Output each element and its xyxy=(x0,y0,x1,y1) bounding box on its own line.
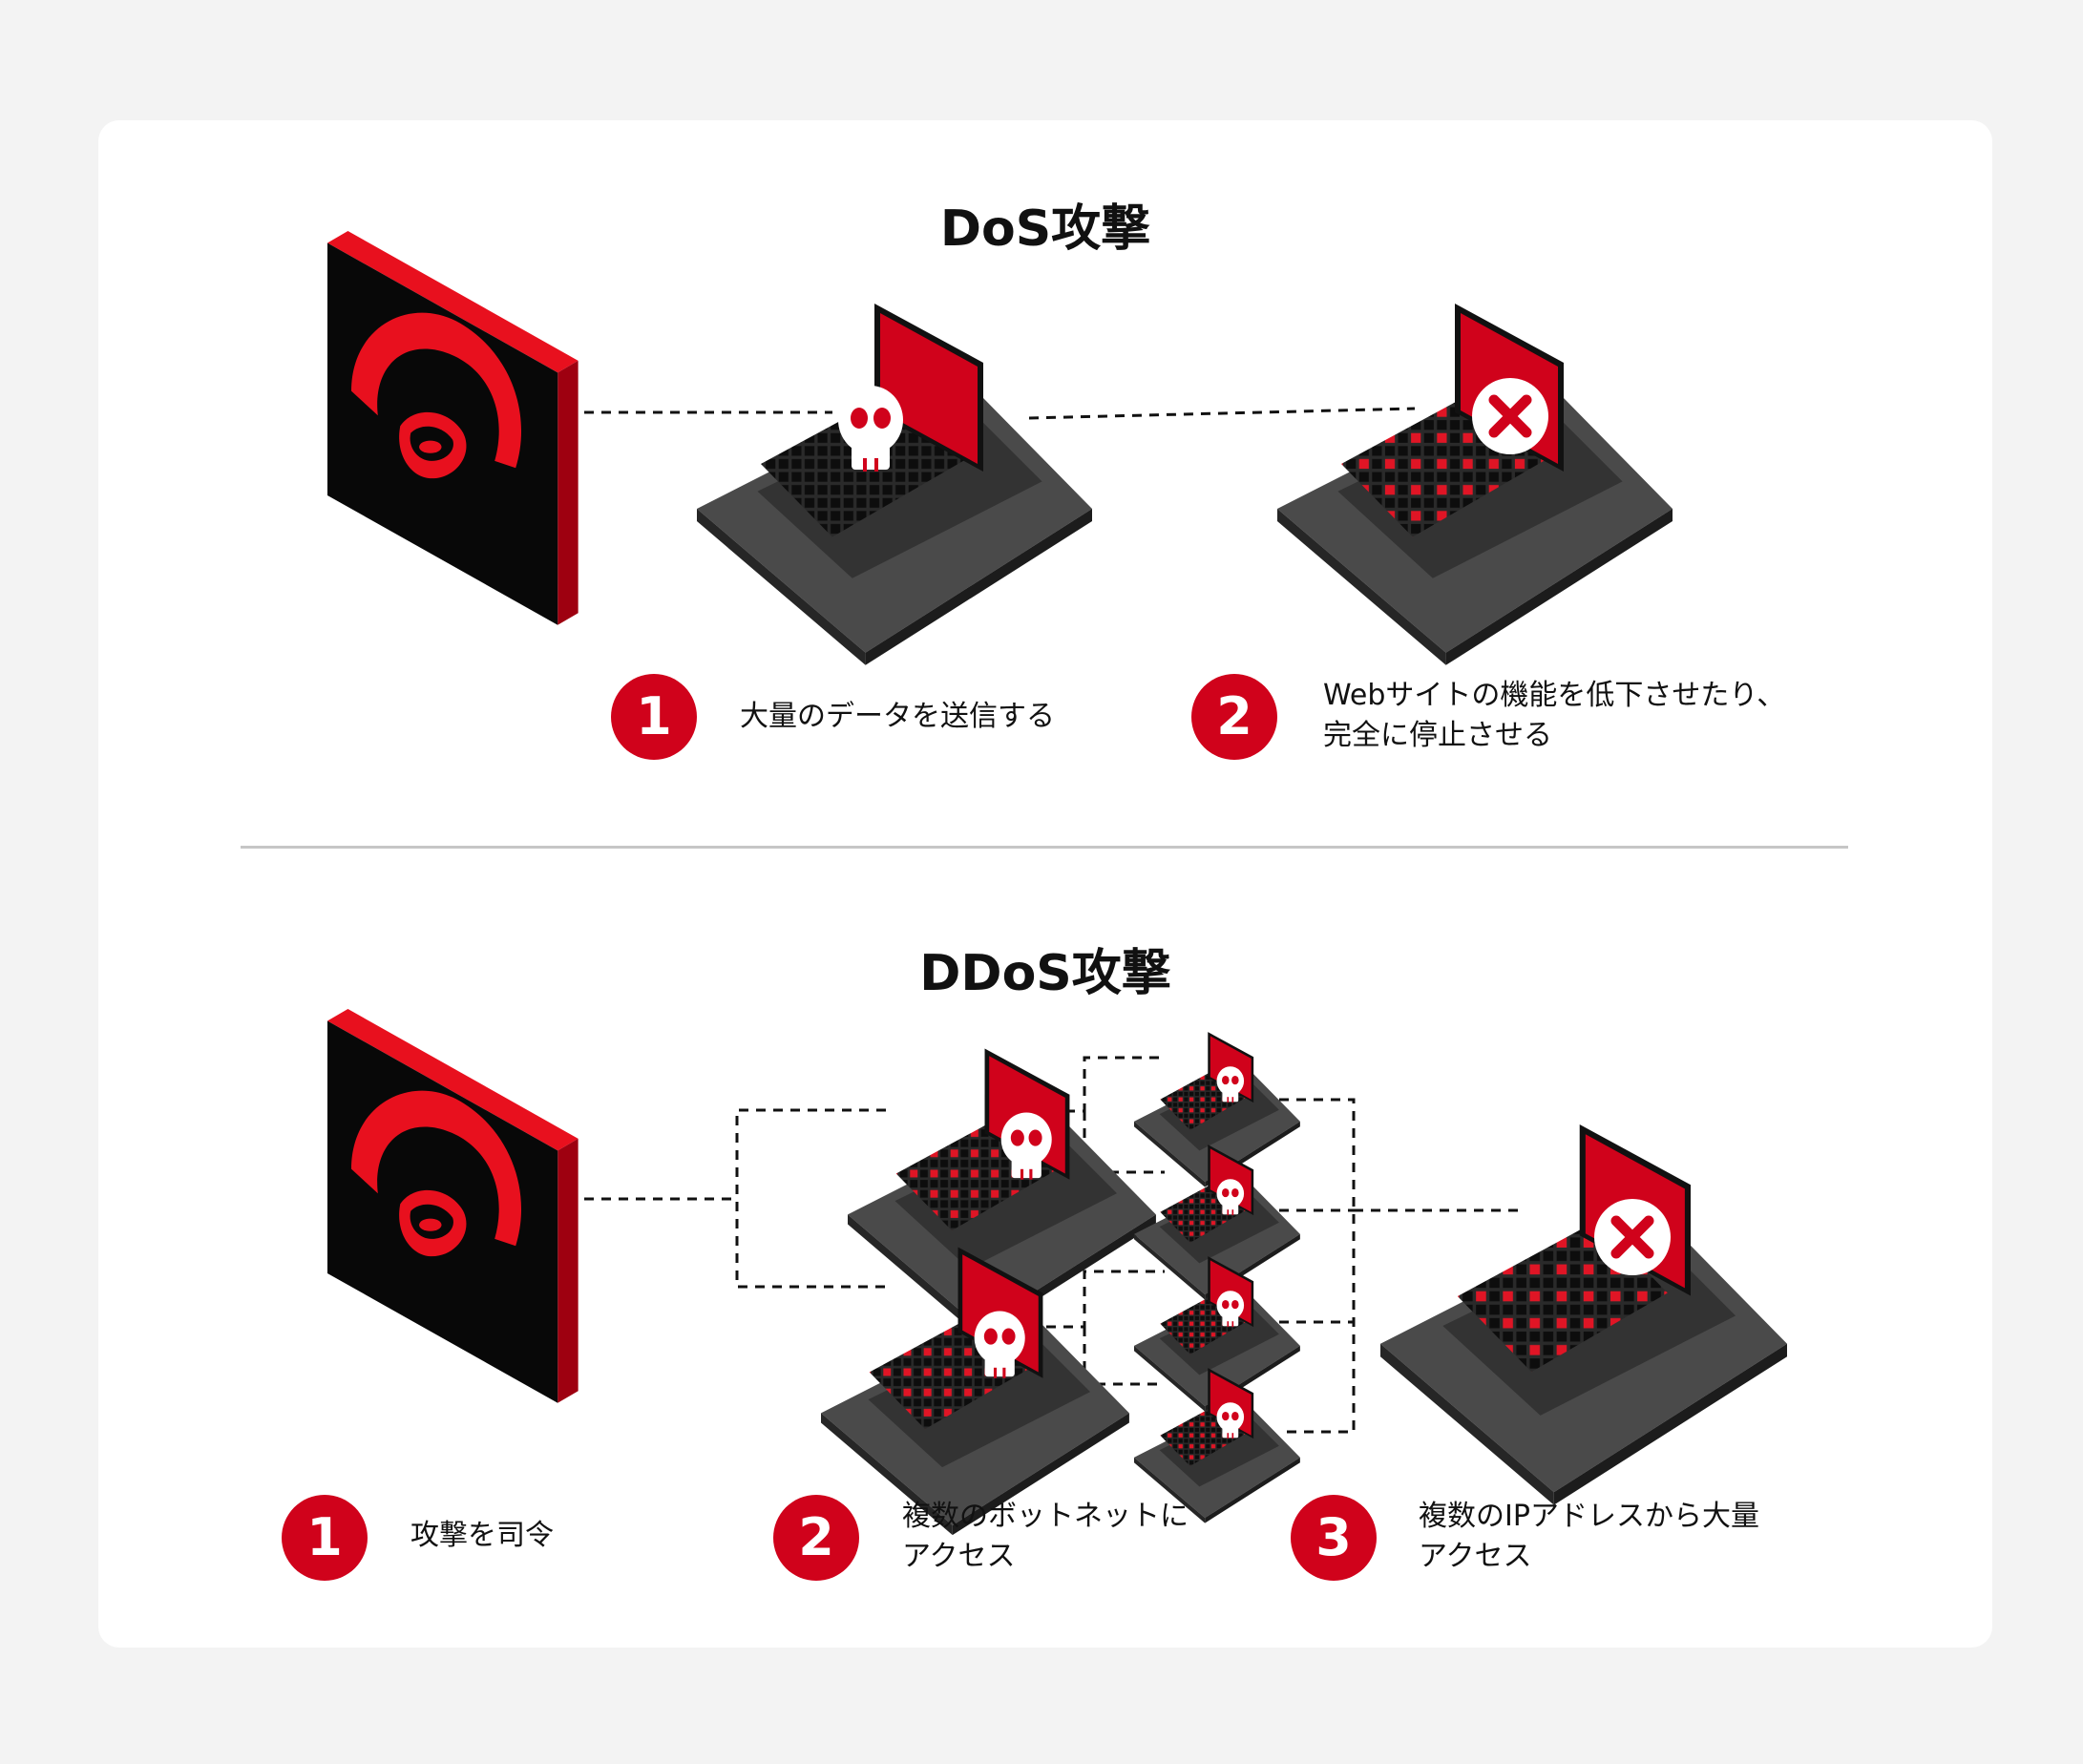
ddos-step-2-text: 複数のボットネットに アクセス xyxy=(902,1500,1189,1573)
error-x-icon xyxy=(1594,1199,1671,1275)
ddos-title: DDoS攻撃 xyxy=(919,945,1171,1002)
ddos-small-bot-4 xyxy=(1134,1368,1300,1523)
dos-target-laptop xyxy=(1277,304,1673,665)
ddos-bot-laptop-2 xyxy=(821,1247,1129,1536)
ddos-step-3-text: 複数のIPアドレスから大量 アクセス xyxy=(1419,1500,1759,1573)
ddos-attacker-monitor xyxy=(327,1009,579,1403)
ddos-small-bot-1 xyxy=(1134,1032,1300,1187)
ddos-bot-laptop-1 xyxy=(848,1048,1156,1337)
ddos-small-bot-2 xyxy=(1134,1144,1300,1300)
ddos-small-bot-3 xyxy=(1134,1256,1300,1412)
error-x-icon xyxy=(1472,378,1548,454)
hacker-icon xyxy=(327,231,579,625)
dos-title: DoS攻撃 xyxy=(939,200,1151,258)
dos-step-1-text: 大量のデータを送信する xyxy=(740,700,1055,733)
dos-step-1-number: 1 xyxy=(611,674,697,760)
dos-step-2-number: 2 xyxy=(1191,674,1277,760)
dos-bot-laptop xyxy=(697,304,1092,665)
ddos-step-2-number: 2 xyxy=(773,1495,859,1581)
section-divider xyxy=(241,846,1848,849)
ddos-step-1-text: 攻撃を司令 xyxy=(410,1519,554,1552)
dos-link-2 xyxy=(1028,407,1416,420)
ddos-target-laptop xyxy=(1380,1124,1787,1505)
dos-step-2-text: Webサイトの機能を低下させたり、 完全に停止させる xyxy=(1323,679,1786,752)
hacker-icon xyxy=(327,1009,579,1403)
ddos-step-1-number: 1 xyxy=(282,1495,368,1581)
dos-attacker-monitor xyxy=(327,231,579,625)
ddos-step-3-number: 3 xyxy=(1291,1495,1377,1581)
